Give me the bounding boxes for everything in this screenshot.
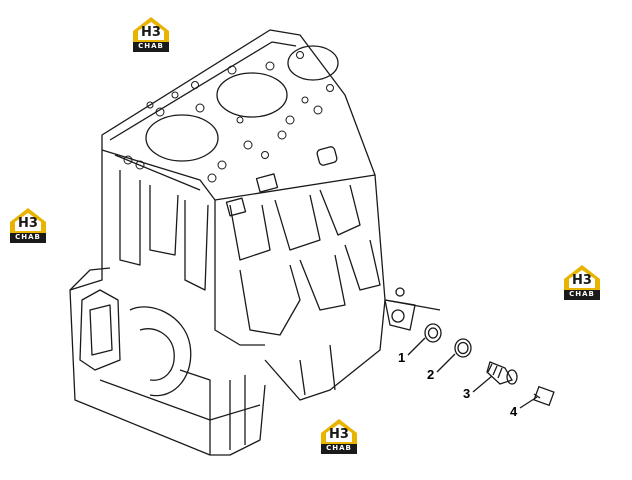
- watermark-brand: CHAB: [138, 42, 164, 50]
- watermark-logo: H3 CHAB: [561, 262, 603, 302]
- part-2-washer: [454, 338, 472, 358]
- watermark-logo: H3 CHAB: [130, 14, 172, 54]
- watermark-brand: CHAB: [326, 444, 352, 452]
- cylinder-bore: [216, 72, 288, 118]
- cylinder-bore: [287, 45, 339, 81]
- part-1-seal-ring: [424, 323, 442, 343]
- watermark-brand: CHAB: [15, 233, 41, 241]
- callout-3: 3: [463, 386, 471, 401]
- callout-4: 4: [510, 404, 518, 419]
- watermark-mark: H3: [572, 273, 592, 288]
- cylinder-bore: [145, 114, 219, 162]
- watermark-brand: CHAB: [569, 290, 595, 298]
- leader-line: [519, 396, 538, 409]
- leader-line: [407, 337, 426, 356]
- callout-1: 1: [398, 350, 406, 365]
- watermark-mark: H3: [329, 427, 349, 442]
- watermark-mark: H3: [18, 216, 38, 231]
- watermark-logo: H3 CHAB: [7, 205, 49, 245]
- watermark-logo: H3 CHAB: [318, 416, 360, 456]
- leader-line: [436, 353, 456, 373]
- part-3-sensor: [486, 361, 518, 385]
- watermark-mark: H3: [141, 25, 161, 40]
- part-4-connector: [533, 385, 555, 407]
- callout-2: 2: [427, 367, 435, 382]
- leader-line: [472, 375, 493, 393]
